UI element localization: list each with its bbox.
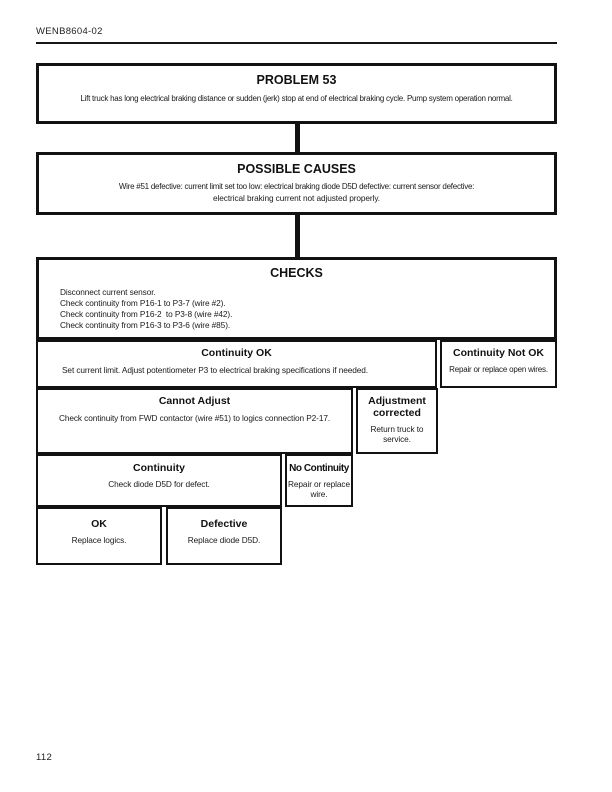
possible-causes-line: Wire #51 defective: current limit set to… [118,182,475,191]
step-no-continuity-title: No Continuity [289,463,349,474]
step-cannot-adjust-title: Cannot Adjust [158,395,231,407]
step-continuity-box: Continuity Check diode D5D for defect. [36,454,282,507]
step-continuity-not-ok-box: Continuity Not OK Repair or replace open… [440,340,557,388]
checks-line: Disconnect current sensor. [60,287,156,297]
step-continuity-ok-title: Continuity OK [201,347,272,359]
page-number: 112 [36,752,53,763]
problem-title: PROBLEM 53 [256,73,337,87]
step-no-continuity-box: No Continuity Repair or replace wire. [285,454,353,507]
step-defective-body: Replace diode D5D. [187,535,261,545]
possible-causes-line: electrical braking current not adjusted … [213,192,380,203]
step-continuity-not-ok-title: Continuity Not OK [453,347,544,359]
document-code: WENB8604-02 [36,26,103,37]
connector-causes-to-checks [295,215,300,257]
header-rule [36,42,557,44]
step-adjustment-corrected-body: Return truck to service. [370,424,424,444]
step-ok-body: Replace logics. [71,535,127,545]
step-no-continuity-body: Repair or replace wire. [288,479,350,499]
step-continuity-ok-body: Set current limit. Adjust potentiometer … [62,365,368,375]
step-adjustment-corrected-box: Adjustment corrected Return truck to ser… [356,388,438,454]
step-adjustment-corrected-title: Adjustment corrected [368,395,426,419]
step-defective-box: Defective Replace diode D5D. [166,507,282,565]
checks-title: CHECKS [270,266,323,280]
step-continuity-title: Continuity [133,462,185,474]
problem-body: Lift truck has long electrical braking d… [80,94,513,103]
checks-line: Check continuity from P16-2 to P3-8 (wir… [60,309,233,319]
checks-box: CHECKS Disconnect current sensor. Check … [36,257,557,340]
checks-line: Check continuity from P16-3 to P3-6 (wir… [60,320,231,330]
possible-causes-title: POSSIBLE CAUSES [237,162,356,176]
step-ok-title: OK [91,518,107,530]
step-ok-box: OK Replace logics. [36,507,162,565]
problem-box: PROBLEM 53 Lift truck has long electrica… [36,63,557,124]
step-cannot-adjust-box: Cannot Adjust Check continuity from FWD … [36,388,353,454]
checks-line: Check continuity from P16-1 to P3-7 (wir… [60,298,226,308]
possible-causes-box: POSSIBLE CAUSES Wire #51 defective: curr… [36,152,557,215]
step-continuity-body: Check diode D5D for defect. [108,479,210,489]
step-continuity-not-ok-body: Repair or replace open wires. [449,365,548,374]
step-defective-title: Defective [200,518,248,530]
step-continuity-ok-box: Continuity OK Set current limit. Adjust … [36,340,437,388]
connector-problem-to-causes [295,124,300,152]
checks-instructions: Disconnect current sensor. Check continu… [39,287,554,331]
step-cannot-adjust-body: Check continuity from FWD contactor (wir… [58,413,331,423]
